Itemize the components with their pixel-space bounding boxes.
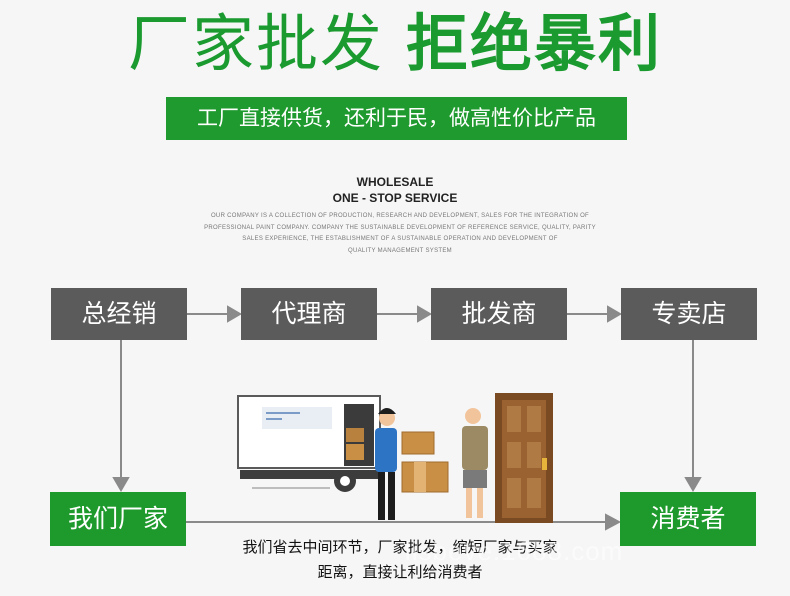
wholesale-line2: ONE - STOP SERVICE <box>332 191 458 205</box>
arrow-head <box>605 513 622 531</box>
flow-step-store: 专卖店 <box>621 288 757 340</box>
flow-step-wholesaler: 批发商 <box>431 288 567 340</box>
arrow-head <box>607 305 622 323</box>
arrow-head <box>112 477 130 492</box>
delivery-illustration <box>237 393 553 523</box>
subtitle-banner: 工厂直接供货，还利于民，做高性价比产品 <box>166 97 627 140</box>
wholesale-line1: WHOLESALE <box>356 175 434 189</box>
arrow-head <box>227 305 242 323</box>
description-line: QUALITY MANAGEMENT SYSTEM <box>348 247 452 254</box>
flow-step-consumer: 消费者 <box>620 492 756 546</box>
flow-step-factory: 我们厂家 <box>50 492 186 546</box>
watermark: lisbeve.1688.com <box>405 536 624 566</box>
flow-step-distributor: 总经销 <box>51 288 187 340</box>
description-line: OUR COMPANY IS A COLLECTION OF PRODUCTIO… <box>210 213 590 219</box>
description-line: PROFESSIONAL PAINT COMPANY. COMPANY THE … <box>204 224 596 231</box>
page-title: 厂家批发拒绝暴利 <box>0 4 790 84</box>
arrow-head <box>417 305 432 323</box>
flow-step-agent: 代理商 <box>241 288 377 340</box>
company-description: OUR COMPANY IS A COLLECTION OF PRODUCTIO… <box>180 211 620 257</box>
footer-line2: 距离，直接让利给消费者 <box>317 563 483 581</box>
title-left: 厂家批发 <box>127 7 384 80</box>
footer-line1: 我们省去中间环节，厂家批发，缩短厂家与买家 <box>242 538 558 556</box>
footer-text: 我们省去中间环节，厂家批发，缩短厂家与买家 距离，直接让利给消费者 <box>190 535 610 585</box>
wholesale-heading: WHOLESALE ONE - STOP SERVICE <box>0 174 790 206</box>
title-right: 拒绝暴利 <box>406 7 663 80</box>
description-line: SALES EXPERIENCE, THE ESTABLISHMENT OF A… <box>242 236 558 242</box>
arrow-head <box>684 477 702 492</box>
